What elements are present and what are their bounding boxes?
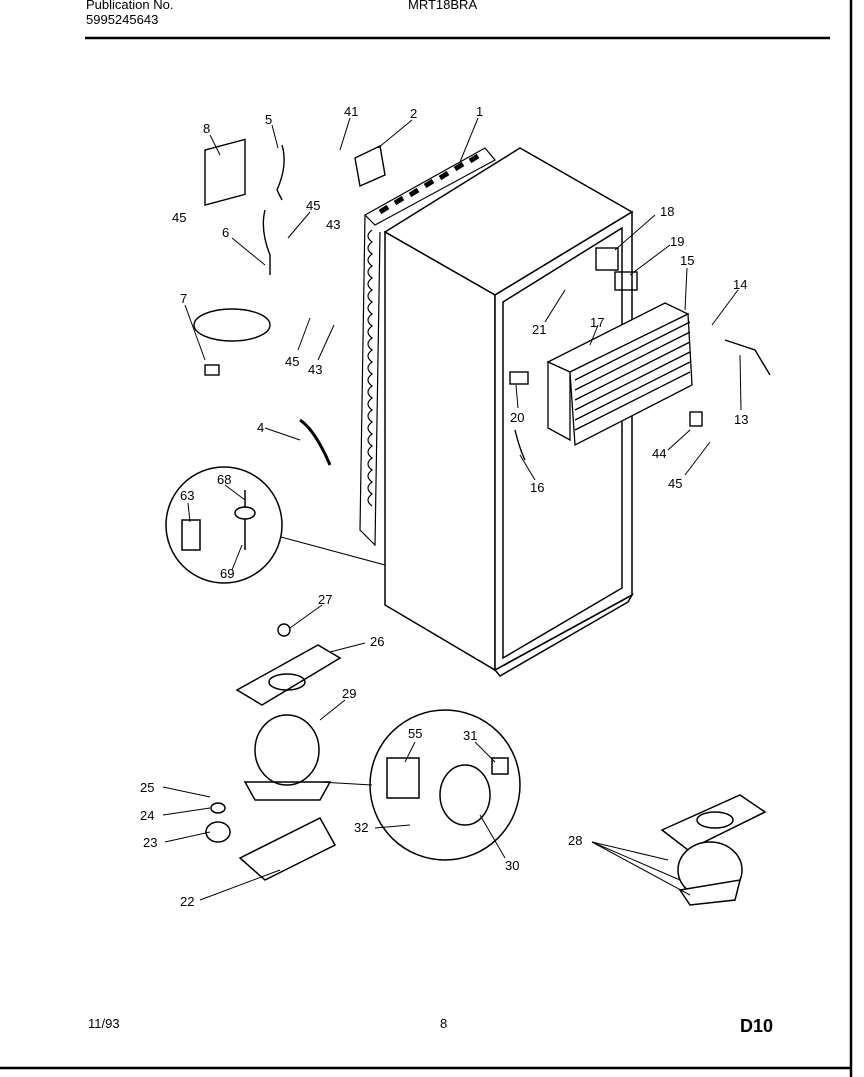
callout-63: 63 xyxy=(180,488,194,503)
callout-4: 4 xyxy=(257,420,264,435)
callout-45a: 45 xyxy=(172,210,186,225)
leader-lines xyxy=(162,117,742,901)
model-number: MRT18BRA xyxy=(408,0,478,12)
callout-24: 24 xyxy=(140,808,154,823)
callout-5: 5 xyxy=(265,112,272,127)
compressor-assembly xyxy=(205,644,342,881)
part-13 xyxy=(724,339,771,376)
callout-43a: 43 xyxy=(326,217,340,232)
callout-30: 30 xyxy=(505,858,519,873)
part-2-bracket xyxy=(354,144,386,187)
callout-13: 13 xyxy=(734,412,748,427)
callout-2: 2 xyxy=(410,106,417,121)
condenser-coil xyxy=(359,147,496,547)
part-20 xyxy=(509,371,529,385)
footer-diagram-code: D10 xyxy=(740,1016,774,1036)
callout-16: 16 xyxy=(530,480,544,495)
callout-43b: 43 xyxy=(308,362,322,377)
detail-leader-right xyxy=(319,781,373,786)
part-7-cord xyxy=(193,308,271,342)
callout-68: 68 xyxy=(217,472,231,487)
callout-15: 15 xyxy=(680,253,694,268)
footer-page-number: 8 xyxy=(440,1016,448,1031)
small-parts xyxy=(193,138,771,637)
callout-26: 26 xyxy=(370,634,384,649)
publication-label: Publication No. xyxy=(86,0,174,12)
part-4-tube xyxy=(299,418,332,466)
part-7-plug xyxy=(204,364,220,376)
callout-45d: 45 xyxy=(668,476,682,491)
callout-28: 28 xyxy=(568,833,582,848)
callout-23: 23 xyxy=(143,835,157,850)
part-6-harness xyxy=(262,209,271,275)
part-8-bracket xyxy=(204,138,246,206)
publication-number: 5995245643 xyxy=(86,12,159,27)
part-44 xyxy=(689,411,703,427)
callout-19: 19 xyxy=(670,234,684,249)
part-19 xyxy=(614,271,638,291)
callout-31: 31 xyxy=(463,728,477,743)
callout-17: 17 xyxy=(590,315,604,330)
part-27 xyxy=(277,623,291,637)
callout-27: 27 xyxy=(318,592,332,607)
detail-leader-left xyxy=(280,536,386,566)
callout-1: 1 xyxy=(476,104,483,119)
footer-date: 11/93 xyxy=(88,1016,120,1031)
callout-labels: 1 2 4 5 6 7 8 13 14 15 16 17 18 19 20 21… xyxy=(140,104,748,909)
part-18 xyxy=(595,247,619,271)
callout-69: 69 xyxy=(220,566,234,581)
callout-20: 20 xyxy=(510,410,524,425)
callout-22: 22 xyxy=(180,894,194,909)
callout-45c: 45 xyxy=(285,354,299,369)
callout-55: 55 xyxy=(408,726,422,741)
evaporator xyxy=(546,302,693,447)
detail-circle-right xyxy=(369,709,521,861)
callout-7: 7 xyxy=(180,291,187,306)
callout-8: 8 xyxy=(203,121,210,136)
detail-circle-left xyxy=(165,466,283,584)
callout-41: 41 xyxy=(344,104,358,119)
callout-45b: 45 xyxy=(306,198,320,213)
callout-29: 29 xyxy=(342,686,356,701)
part-16 xyxy=(514,429,526,461)
callout-14: 14 xyxy=(733,277,747,292)
callout-44: 44 xyxy=(652,446,666,461)
callout-25: 25 xyxy=(140,780,154,795)
callout-32: 32 xyxy=(354,820,368,835)
compressor-view-28 xyxy=(660,794,767,906)
callout-21: 21 xyxy=(532,322,546,337)
callout-6: 6 xyxy=(222,225,229,240)
part-5-wire xyxy=(276,144,285,201)
callout-18: 18 xyxy=(660,204,674,219)
